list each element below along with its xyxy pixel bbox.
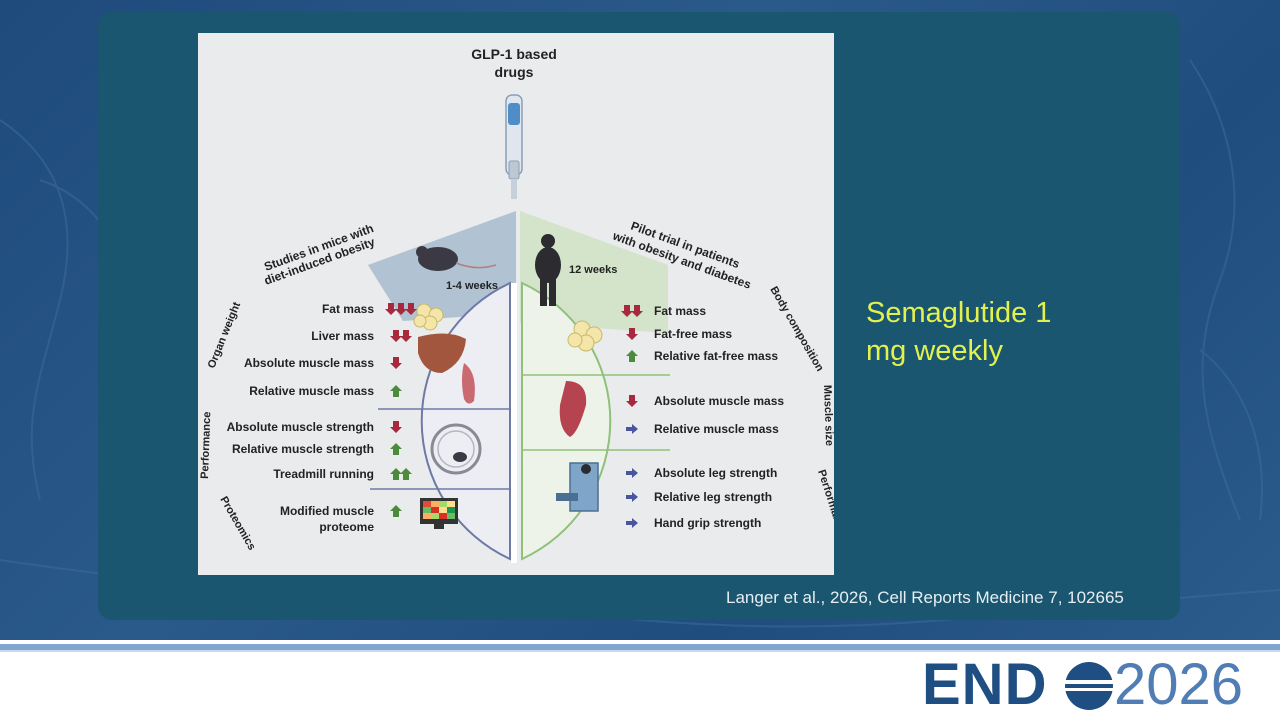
right-down-arrow-icon xyxy=(631,305,643,317)
left-row-label: Relative muscle mass xyxy=(249,384,374,398)
figure-graphic: GLP-1 based drugs Studies in mice with d… xyxy=(199,46,834,563)
endo-logo-year: 2026 xyxy=(1114,652,1244,717)
left-row-label: Fat mass xyxy=(322,302,374,316)
right-row-label: Relative fat-free mass xyxy=(654,349,778,363)
left-side-label-organ-weight: Organ weight xyxy=(206,300,244,370)
liver-icon xyxy=(418,333,466,373)
right-side-label-muscle-size: Muscle size xyxy=(821,385,834,447)
footer-stripe xyxy=(0,644,1280,650)
left-down-arrow-icon xyxy=(390,357,402,369)
left-row-label: Absolute muscle strength xyxy=(227,420,374,434)
person-icon xyxy=(535,234,561,306)
right-duration: 12 weeks xyxy=(569,264,617,276)
heatmap-monitor-icon xyxy=(420,498,458,529)
figure-title-line1: GLP-1 based xyxy=(471,46,557,62)
citation: Langer et al., 2026, Cell Reports Medici… xyxy=(726,588,1124,607)
injector-pen-icon xyxy=(505,94,523,199)
right-right-arrow-icon xyxy=(626,424,638,434)
mouse-icon xyxy=(416,246,497,271)
right-wedge xyxy=(520,211,668,333)
figure-title-line2: drugs xyxy=(495,64,534,80)
right-right-arrow-icon xyxy=(626,468,638,478)
left-row-label: Modified muscle xyxy=(280,504,374,518)
right-side-label-performance: Performance xyxy=(815,468,834,536)
right-right-arrow-icon xyxy=(626,518,638,528)
thigh-muscle-icon xyxy=(559,381,587,437)
leg-press-machine-icon xyxy=(556,462,599,512)
running-wheel-icon xyxy=(430,423,482,475)
callout-line2: mg weekly xyxy=(866,335,1003,367)
left-row-label: Liver mass xyxy=(311,329,374,343)
left-up-arrow-icon xyxy=(400,468,412,480)
semaglutide-callout: Semaglutide 1 mg weekly xyxy=(866,294,1126,370)
right-row-label: Hand grip strength xyxy=(654,516,761,530)
glp1-figure: GLP-1 based drugs Studies in mice with d… xyxy=(198,33,834,575)
endo-logo-text: END xyxy=(922,652,1048,717)
callout-line1: Semaglutide 1 xyxy=(866,297,1052,329)
left-row-label: Absolute muscle mass xyxy=(244,356,374,370)
left-up-arrow-icon xyxy=(390,505,402,517)
right-row-label: Absolute leg strength xyxy=(654,466,777,480)
left-down-arrow-icon xyxy=(395,303,407,315)
left-down-arrow-icon xyxy=(385,303,397,315)
left-down-arrow-icon xyxy=(405,303,417,315)
left-up-arrow-icon xyxy=(390,385,402,397)
left-side-label-proteomics: Proteomics xyxy=(217,495,257,553)
left-up-arrow-icon xyxy=(390,443,402,455)
left-row-label: Relative muscle strength xyxy=(232,442,374,456)
fat-cells-icon-left xyxy=(413,303,444,331)
right-row-label: Absolute muscle mass xyxy=(654,394,784,408)
left-side-label-performance: Performance xyxy=(199,411,213,479)
footer-stripe-light xyxy=(0,650,1280,652)
left-down-arrow-icon xyxy=(390,421,402,433)
left-row-label: proteome xyxy=(319,520,374,534)
right-row-label: Relative leg strength xyxy=(654,490,772,504)
right-row-label: Fat mass xyxy=(654,304,706,318)
right-row-label: Fat-free mass xyxy=(654,327,732,341)
right-down-arrow-icon xyxy=(626,328,638,340)
fat-cells-icon-right xyxy=(567,320,603,352)
globe-logo-icon xyxy=(1065,662,1113,710)
right-down-arrow-icon xyxy=(621,305,633,317)
left-up-arrow-icon xyxy=(390,468,402,480)
left-down-arrow-icon xyxy=(400,330,412,342)
right-right-arrow-icon xyxy=(626,492,638,502)
right-up-arrow-icon xyxy=(626,350,638,362)
muscle-icon xyxy=(462,363,475,404)
left-duration: 1-4 weeks xyxy=(446,280,498,292)
left-row-label: Treadmill running xyxy=(273,467,374,481)
right-down-arrow-icon xyxy=(626,395,638,407)
right-row-label: Relative muscle mass xyxy=(654,422,779,436)
left-down-arrow-icon xyxy=(390,330,402,342)
